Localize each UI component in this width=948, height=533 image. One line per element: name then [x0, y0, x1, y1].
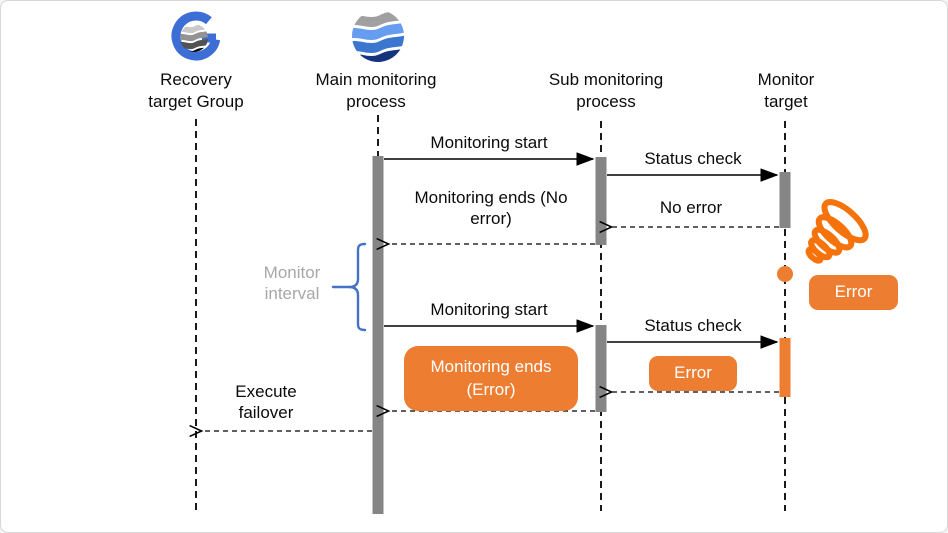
g-wave-logo-icon: [171, 11, 221, 61]
activation-bar-target-1: [779, 172, 791, 228]
message-status-check-2: Status check: [644, 316, 742, 335]
error-return-box: Error: [649, 356, 737, 391]
activation-bar-sub-1: [595, 157, 607, 245]
message-execute-failover: Execute failover: [235, 382, 297, 423]
actor-recovery-label: Recovery target Group: [148, 70, 244, 112]
message-no-error: No error: [659, 198, 723, 217]
message-monitoring-ends-no-error: Monitoring ends (No error): [414, 188, 568, 229]
monitor-interval-label: Monitor interval: [263, 263, 321, 304]
activation-bar-target-2: [779, 338, 791, 397]
error-callout-badge: Error: [809, 275, 898, 310]
monitor-interval-brace: [331, 242, 367, 332]
message-monitoring-start-2: Monitoring start: [430, 300, 548, 319]
message-monitoring-start-1: Monitoring start: [430, 133, 548, 152]
error-dot-icon: [777, 266, 793, 282]
monitoring-ends-error-box: Monitoring ends (Error): [404, 346, 578, 411]
message-status-check-1: Status check: [644, 149, 742, 168]
spring-scribble-icon: [805, 199, 869, 264]
actor-main-label: Main monitoring process: [315, 70, 437, 112]
actor-sub-label: Sub monitoring process: [548, 70, 664, 112]
wave-sphere-icon: [352, 10, 404, 62]
actor-target-label: Monitor target: [757, 70, 815, 112]
activation-bar-main: [372, 156, 384, 514]
activation-bar-sub-2: [595, 325, 607, 412]
